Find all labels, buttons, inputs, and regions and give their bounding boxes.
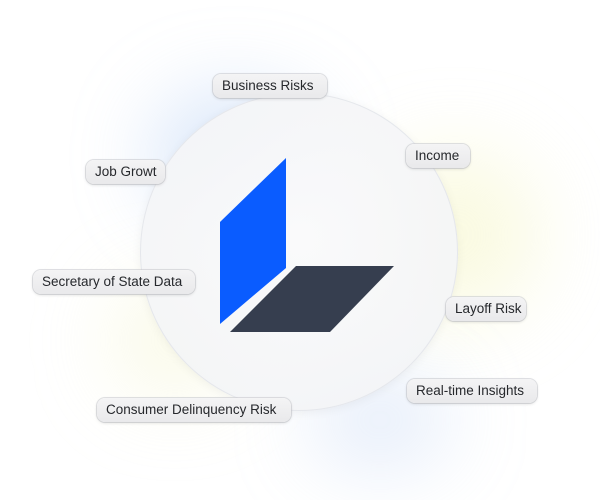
tag-job-growth: Job Growt bbox=[86, 160, 165, 184]
logo-base-panel bbox=[230, 266, 394, 332]
tag-business-risks: Business Risks bbox=[213, 74, 327, 98]
stacked-panels-logo-icon bbox=[220, 158, 394, 332]
tag-consumer-delinquency-risk: Consumer Delinquency Risk bbox=[97, 398, 291, 422]
tag-layoff-risk: Layoff Risk bbox=[446, 297, 526, 321]
logo-upright-panel bbox=[220, 158, 286, 324]
tag-realtime-insights: Real-time Insights bbox=[407, 379, 537, 403]
center-disc bbox=[140, 93, 458, 411]
tag-income: Income bbox=[406, 144, 470, 168]
tag-secretary-of-state-data: Secretary of State Data bbox=[33, 270, 195, 294]
